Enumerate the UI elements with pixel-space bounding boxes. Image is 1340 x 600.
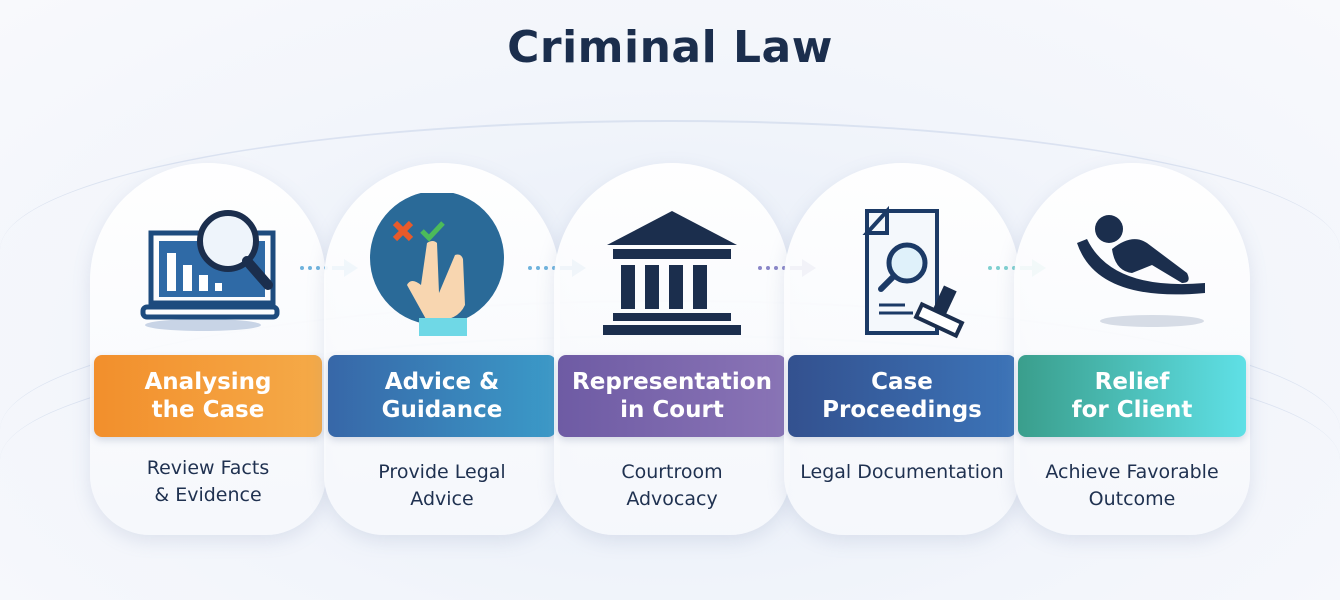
laptop-magnifier-icon	[140, 210, 280, 331]
step-description: Review Facts & Evidence	[90, 455, 326, 509]
label-line: in Court	[620, 397, 724, 423]
label-line: Analysing	[144, 369, 272, 395]
courthouse-icon	[603, 211, 741, 335]
desc-line: Legal Documentation	[800, 461, 1004, 483]
label-line: Advice &	[384, 369, 500, 395]
desc-line: Advocacy	[626, 488, 718, 510]
label-line: Proceedings	[822, 397, 982, 423]
label-line: Relief	[1094, 369, 1170, 395]
label-line: for Client	[1071, 397, 1193, 423]
page-title: Criminal Law	[507, 22, 833, 73]
label-line: Representation	[572, 369, 772, 395]
label-line: Guidance	[381, 397, 503, 423]
relaxing-person-icon	[1077, 215, 1205, 327]
label-line: the Case	[151, 397, 265, 423]
step-description: Legal Documentation	[784, 459, 1020, 486]
desc-line: Review Facts	[146, 457, 270, 479]
desc-line: Provide Legal	[378, 461, 506, 483]
hand-choice-icon	[370, 193, 504, 336]
step-label: Advice &Guidance	[328, 355, 556, 437]
label-line: Case	[871, 369, 933, 395]
desc-line: Achieve Favorable	[1045, 461, 1219, 483]
desc-line: Courtroom	[621, 461, 723, 483]
desc-line: & Evidence	[154, 484, 262, 506]
desc-line: Outcome	[1088, 488, 1176, 510]
desc-line: Advice	[410, 488, 474, 510]
document-stamp-icon	[862, 205, 965, 339]
background-wave	[0, 120, 1340, 380]
